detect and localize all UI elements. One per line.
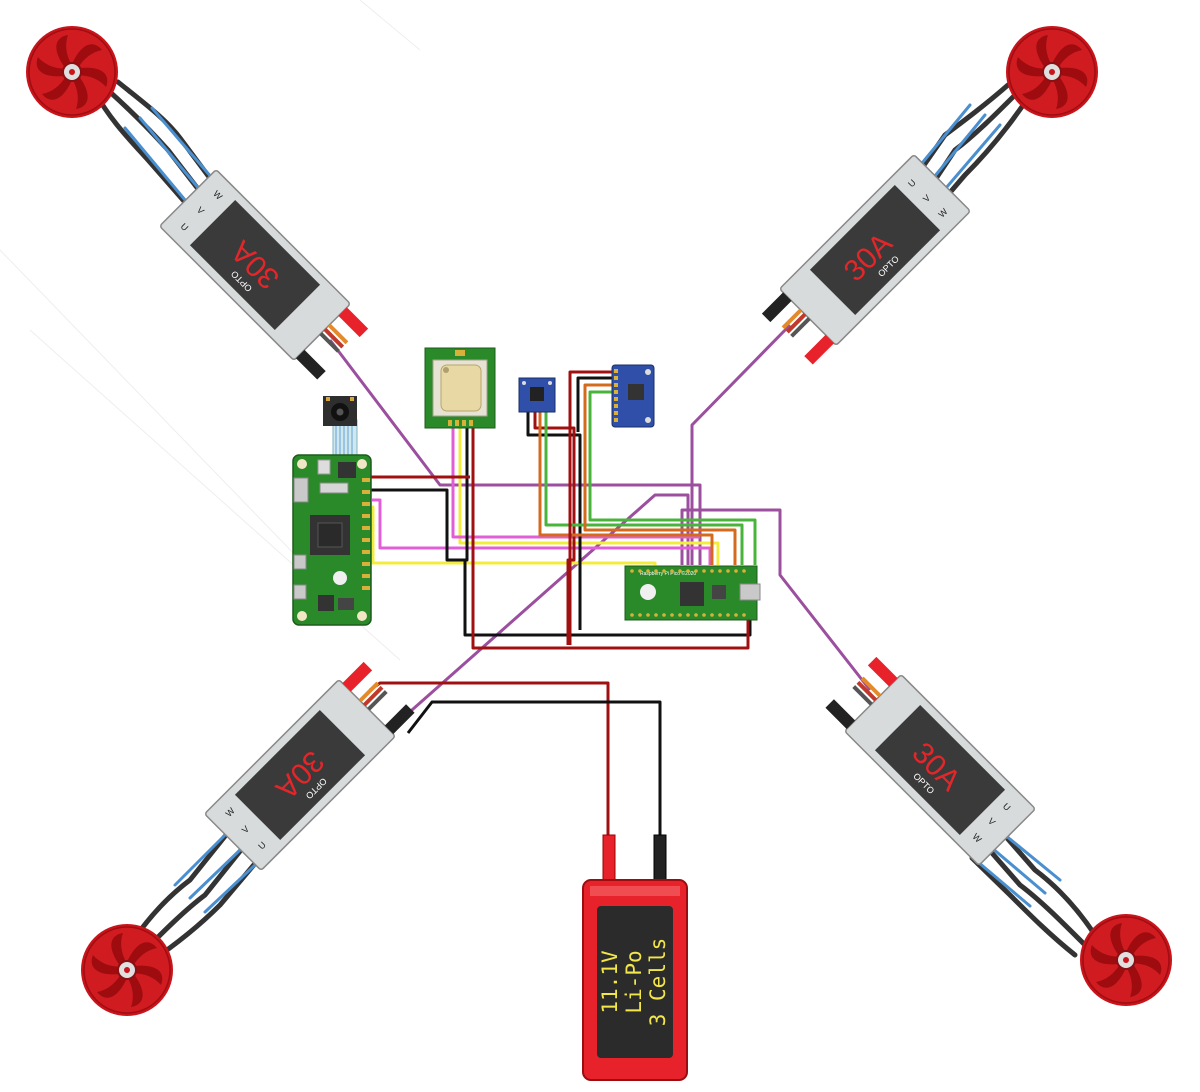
esc-pin-u-label: U [179, 221, 191, 233]
esc-pin-u-label: U [906, 178, 918, 190]
imu-wire-green [588, 390, 757, 565]
battery-cells-label: 3 Cells [646, 938, 670, 1027]
gps-module [424, 347, 496, 429]
uart-wire-yellow [371, 505, 657, 565]
esc-pin-u-label: U [256, 840, 268, 852]
mini-hdmi-port [293, 477, 309, 503]
motor-front-left [25, 25, 119, 119]
motor-front-right-assembly: 30A OPTO U V W [761, 25, 1099, 365]
rp2040-chip [680, 582, 704, 606]
gps-wire-yellow [458, 425, 720, 565]
esc-pin-v-label: V [921, 193, 932, 204]
pico-label: Raspberry Pi Pico ©2020 [640, 570, 696, 577]
esc-front-right: 30A OPTO U V W [761, 155, 970, 365]
raspberry-pi-zero [292, 454, 372, 626]
compass-module [518, 377, 556, 413]
motor-rear-left-assembly: 30A OPTO W V U [80, 661, 415, 1017]
compass-wire-green [544, 410, 744, 565]
esc-rear-right: 30A OPTO U V W [825, 656, 1035, 865]
signal-wire-front-right [690, 323, 792, 565]
camera-module [323, 396, 358, 461]
gps-wire-red [471, 425, 750, 650]
raspberry-logo-icon [640, 584, 656, 600]
motor-front-right [1005, 25, 1099, 119]
wires [328, 323, 872, 840]
esc-pin-u-label: U [1001, 801, 1013, 813]
pico-usb-port [739, 583, 761, 601]
motor-rear-right [1079, 913, 1173, 1007]
imu-module [611, 364, 655, 428]
gps-wire-magenta [451, 425, 700, 539]
raspberry-logo-icon [333, 571, 347, 585]
micro-usb-port [293, 554, 307, 570]
battery-pack: 11.1V Li-Po 3 Cells [582, 834, 688, 1081]
battery-red-connector [602, 834, 616, 886]
compass-wire-orange [538, 410, 714, 565]
battery-voltage-label: 11.1V [598, 950, 622, 1014]
signal-wire-rear-right [680, 508, 872, 691]
battery-black-connector [653, 834, 667, 886]
micro-usb-power-port [293, 584, 307, 600]
motor-front-left-assembly: 30A OPTO W V U [25, 25, 369, 380]
sd-card-slot [319, 482, 349, 494]
esc-pin-v-label: V [986, 816, 997, 827]
motor-rear-left [80, 923, 174, 1017]
pi-power-black [365, 488, 465, 562]
gps-wire-black [463, 425, 752, 637]
motor-rear-right-assembly: 30A OPTO U V W [825, 656, 1173, 1007]
battery-lead-black [406, 700, 662, 840]
esc-pin-v-label: V [195, 205, 206, 216]
raspberry-pi-pico: Raspberry Pi Pico ©2020 [624, 565, 761, 621]
uart-wire-magenta [372, 498, 712, 565]
imu-wire-orange [583, 383, 737, 565]
esc-front-left: 30A OPTO W V U [160, 170, 369, 380]
imu-wire-red [568, 370, 615, 645]
imu-wire-black [576, 376, 615, 432]
esc-rear-left: 30A OPTO W V U [205, 661, 415, 870]
esc-pin-v-label: V [240, 824, 251, 835]
compass-wire-black [526, 410, 582, 630]
battery-chemistry-label: Li-Po [622, 950, 646, 1013]
compass-wire-red [533, 410, 576, 645]
